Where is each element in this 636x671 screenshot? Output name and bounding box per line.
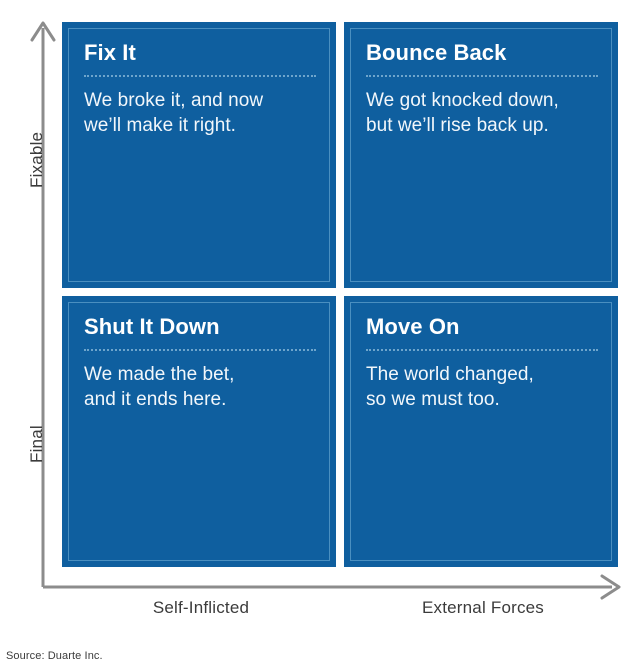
quadrant-body-shut-it-down: We made the bet, and it ends here.	[84, 363, 235, 411]
quadrant-grid: Fix It We broke it, and now we’ll make i…	[62, 22, 618, 567]
quadrant-bounce-back[interactable]: Bounce Back We got knocked down, but we’…	[344, 22, 618, 288]
x-axis-label-self-inflicted: Self-Inflicted	[152, 598, 250, 617]
source-note: Source: Duarte Inc.	[6, 650, 103, 662]
quadrant-shut-it-down[interactable]: Shut It Down We made the bet, and it end…	[62, 296, 336, 567]
quadrant-body-bounce-back: We got knocked down, but we’ll rise back…	[366, 89, 559, 137]
y-axis-label-fixable: Fixable	[27, 131, 46, 188]
quadrant-move-on[interactable]: Move On The world changed, so we must to…	[344, 296, 618, 567]
quadrant-content: Shut It Down We made the bet, and it end…	[84, 314, 316, 412]
quadrant-divider	[84, 348, 316, 351]
quadrant-title-move-on: Move On	[366, 314, 460, 339]
quadrant-content: Move On The world changed, so we must to…	[366, 314, 598, 412]
quadrant-content: Bounce Back We got knocked down, but we’…	[366, 40, 598, 138]
quadrant-title-shut-it-down: Shut It Down	[84, 314, 220, 339]
quadrant-content: Fix It We broke it, and now we’ll make i…	[84, 40, 316, 138]
quadrant-divider	[84, 74, 316, 77]
y-axis-label-final: Final	[27, 425, 46, 463]
quadrant-title-fix-it: Fix It	[84, 40, 136, 65]
quadrant-body-fix-it: We broke it, and now we’ll make it right…	[84, 89, 264, 137]
quadrant-divider	[366, 348, 598, 351]
x-axis-label-external-forces: External Forces	[421, 598, 545, 617]
quadrant-divider	[366, 74, 598, 77]
quadrant-fix-it[interactable]: Fix It We broke it, and now we’ll make i…	[62, 22, 336, 288]
quadrant-title-bounce-back: Bounce Back	[366, 40, 507, 65]
quadrant-body-move-on: The world changed, so we must too.	[366, 363, 534, 411]
